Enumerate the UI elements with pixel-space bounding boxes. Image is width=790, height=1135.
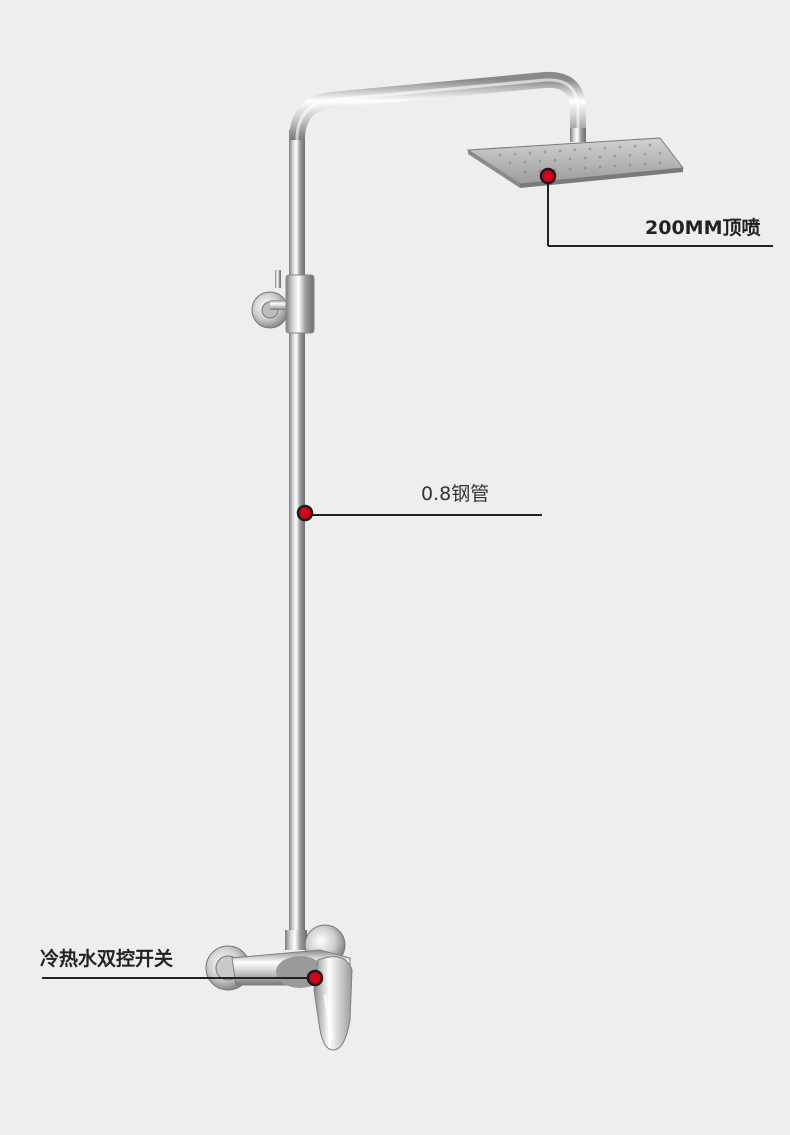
callout-label-mixer-valve: 冷热水双控开关	[40, 948, 174, 970]
leader-lines	[42, 176, 773, 979]
marker-shower-head	[539, 167, 557, 185]
marker-pipe	[296, 504, 314, 522]
wall-bracket	[251, 270, 315, 334]
marker-mixer-valve	[306, 969, 324, 987]
mixer-valve	[205, 924, 353, 1051]
shower-head	[466, 128, 684, 188]
callout-label-shower-head: 200MM顶喷	[645, 217, 761, 239]
callout-markers	[296, 167, 557, 987]
vertical-pipe	[289, 71, 586, 945]
callout-label-pipe: 0.8钢管	[421, 483, 490, 505]
